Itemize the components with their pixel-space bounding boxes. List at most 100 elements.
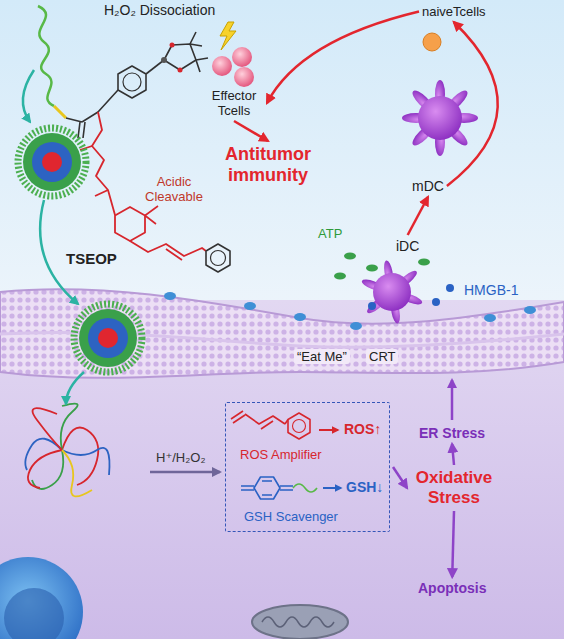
flow-arrow bbox=[150, 471, 220, 474]
annotation-label: Acidic Cleavable bbox=[142, 174, 206, 204]
crt-protein bbox=[164, 292, 176, 300]
trigger-label: H⁺/H₂O₂ bbox=[156, 450, 205, 465]
box-structures bbox=[241, 481, 293, 495]
box-structures bbox=[293, 420, 306, 433]
mitochondrion bbox=[262, 617, 334, 627]
effector-t-cells bbox=[212, 47, 254, 87]
outcome-label: Apoptosis bbox=[418, 580, 486, 596]
atp-molecule bbox=[334, 253, 430, 280]
tseop-structure bbox=[220, 22, 236, 50]
atp-molecule bbox=[334, 273, 346, 280]
tseop-structure bbox=[145, 206, 158, 224]
atp-molecule bbox=[418, 259, 430, 266]
molecule-label: HMGB-1 bbox=[464, 282, 518, 298]
flow-arrow bbox=[452, 444, 454, 465]
immature-dendritic-cell bbox=[361, 260, 424, 324]
polymer-chain bbox=[28, 450, 62, 488]
micelle bbox=[18, 128, 142, 372]
naive-t-cell bbox=[423, 33, 441, 51]
stress-label: ER Stress bbox=[419, 425, 485, 441]
node-text: Effector Tcells bbox=[204, 88, 264, 118]
node-text: mDC bbox=[412, 178, 444, 194]
effector-t-cells bbox=[232, 47, 252, 67]
hmgb1-molecule bbox=[368, 284, 454, 310]
naive-t-cell bbox=[423, 33, 441, 51]
node-text: Antitumor immunity bbox=[216, 144, 320, 186]
tseop-structure bbox=[123, 73, 141, 91]
node-text: ROS Amplifier bbox=[240, 447, 322, 462]
stress-label: Oxidative Stress bbox=[410, 468, 498, 508]
crt-protein bbox=[484, 314, 496, 322]
box-structures bbox=[293, 484, 317, 492]
compound-label: TSEOP bbox=[66, 250, 117, 267]
box-structures bbox=[288, 413, 310, 439]
tseop-structure bbox=[92, 112, 115, 215]
tseop-structure bbox=[178, 68, 183, 73]
tseop-structure bbox=[211, 251, 226, 266]
tseop-structure bbox=[206, 244, 230, 272]
node-text: Oxidative Stress bbox=[410, 468, 498, 508]
flow-arrow bbox=[451, 380, 454, 420]
mature-dendritic-cell bbox=[418, 96, 462, 140]
tseop-structure bbox=[66, 90, 118, 138]
flow-arrow bbox=[408, 197, 428, 235]
molecule-label: ATP bbox=[318, 226, 342, 241]
cell-label: iDC bbox=[396, 238, 419, 254]
cell-label: Effector Tcells bbox=[204, 88, 264, 118]
flow-arrow bbox=[393, 467, 407, 488]
micelle bbox=[74, 304, 142, 372]
nucleus bbox=[4, 588, 64, 639]
immature-dendritic-cell bbox=[373, 273, 411, 311]
crt-protein bbox=[524, 306, 536, 314]
polymer-chain bbox=[62, 450, 92, 496]
reaction-label: H₂O₂ Dissociation bbox=[104, 2, 215, 18]
nucleus bbox=[0, 557, 83, 639]
box-structures bbox=[319, 429, 338, 431]
atp-molecule bbox=[344, 253, 356, 260]
box-structures bbox=[231, 411, 288, 429]
tseop-structure bbox=[38, 6, 54, 106]
crt-protein bbox=[350, 322, 362, 330]
signal-label: “Eat Me” bbox=[294, 349, 350, 364]
node-text: iDC bbox=[396, 238, 419, 254]
tseop-structure bbox=[115, 207, 145, 241]
flow-arrow bbox=[447, 22, 498, 186]
crt-protein bbox=[294, 313, 306, 321]
tseop-structure bbox=[146, 60, 164, 74]
molecule-label: CRT bbox=[366, 349, 398, 364]
flow-arrow bbox=[267, 12, 419, 104]
node-text: GSH↓ bbox=[346, 479, 383, 495]
cell-membrane bbox=[0, 289, 564, 378]
node-text: naiveTcells bbox=[422, 4, 486, 19]
box-structures bbox=[323, 487, 341, 489]
dashed-box: ROS Amplifier ROS↑ GSH Scavenger GSH↓ bbox=[225, 402, 390, 532]
cell-label: mDC bbox=[412, 178, 444, 194]
tseop-structure bbox=[190, 32, 208, 72]
mitochondrion bbox=[252, 605, 348, 639]
effector-t-cells bbox=[212, 56, 232, 76]
polymer-chain bbox=[33, 408, 63, 450]
background bbox=[0, 0, 564, 330]
mitochondrion bbox=[252, 605, 348, 639]
node-text: ROS↑ bbox=[344, 421, 381, 437]
hmgb1-molecule bbox=[368, 302, 376, 310]
cell-label: naiveTcells bbox=[422, 4, 486, 19]
flow-arrow bbox=[234, 121, 268, 141]
polymer-chain bbox=[32, 450, 63, 489]
crt-protein bbox=[244, 302, 256, 310]
flow-arrow bbox=[23, 70, 34, 122]
flow-arrow bbox=[23, 70, 452, 472]
tseop-structure bbox=[118, 66, 146, 98]
atp-molecule bbox=[366, 265, 378, 272]
node-text: GSH Scavenger bbox=[244, 509, 338, 524]
flow-arrow bbox=[452, 511, 454, 577]
micelle bbox=[18, 128, 86, 196]
mature-dendritic-cell bbox=[402, 80, 478, 156]
tseop-structure bbox=[164, 44, 196, 70]
tseop-structure bbox=[161, 57, 167, 63]
effector-t-cells bbox=[234, 67, 254, 87]
